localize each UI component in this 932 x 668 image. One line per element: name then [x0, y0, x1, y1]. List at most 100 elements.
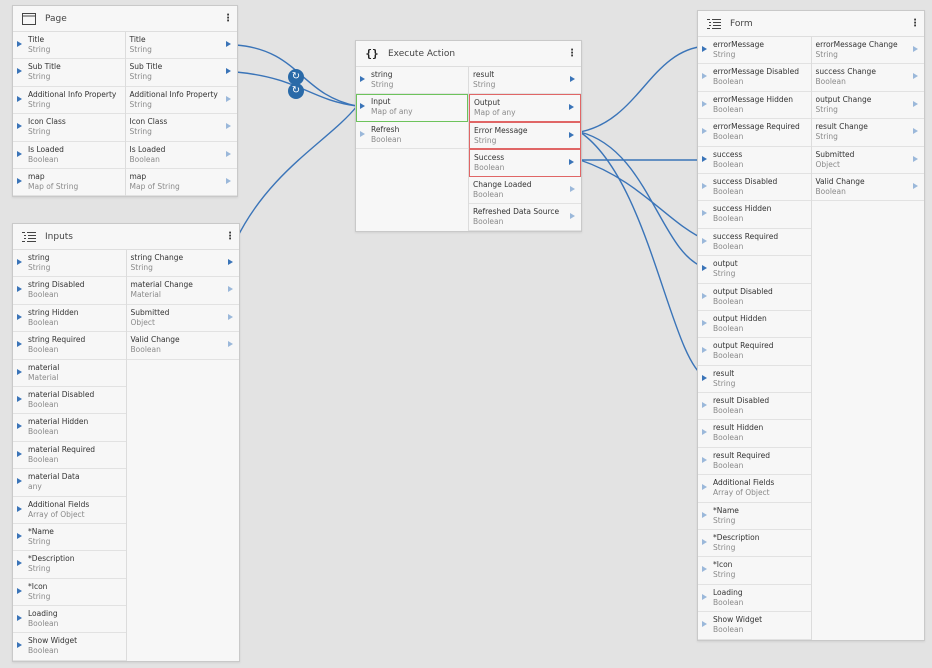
port-connector-icon[interactable] — [913, 100, 918, 107]
port-connector-icon[interactable] — [702, 429, 707, 436]
port-connector-icon[interactable] — [226, 177, 231, 184]
port-connector-icon[interactable] — [360, 130, 365, 137]
port-connector-icon[interactable] — [702, 593, 707, 600]
port-connector-icon[interactable] — [702, 100, 707, 107]
node-menu-button[interactable]: ⋮ — [910, 17, 920, 29]
port-connector-icon[interactable] — [570, 76, 575, 82]
port-connector-icon[interactable] — [17, 313, 22, 320]
port-connector-icon[interactable] — [17, 41, 22, 47]
port-connector-icon[interactable] — [17, 423, 22, 430]
port-connector-icon[interactable] — [17, 478, 22, 485]
port-connector-icon[interactable] — [17, 368, 22, 375]
port-connector-icon[interactable] — [913, 73, 918, 80]
node-menu-button[interactable]: ⋮ — [223, 12, 233, 24]
port-connector-icon[interactable] — [17, 615, 22, 622]
page-node-header[interactable]: Page ⋮ — [13, 6, 237, 32]
port-connector-icon[interactable] — [702, 319, 707, 326]
port-connector-icon[interactable] — [702, 511, 707, 518]
port-connector-icon[interactable] — [702, 265, 707, 272]
port-connector-icon[interactable] — [17, 68, 22, 75]
port-connector-icon[interactable] — [702, 155, 707, 162]
port-connector-icon[interactable] — [569, 104, 574, 111]
port-connector-icon[interactable] — [226, 68, 231, 75]
port-connector-icon[interactable] — [702, 402, 707, 409]
port-connector-icon[interactable] — [17, 642, 22, 649]
port-connector-icon[interactable] — [570, 212, 575, 219]
form-node-header[interactable]: Form ⋮ — [698, 11, 924, 37]
node-menu-button[interactable]: ⋮ — [567, 47, 577, 59]
port-connector-icon[interactable] — [228, 341, 233, 348]
inputs-node-header[interactable]: Inputs ⋮ — [13, 224, 239, 250]
port-connector-icon[interactable] — [17, 286, 22, 293]
port-connector-icon[interactable] — [17, 587, 22, 594]
port-connector-icon[interactable] — [913, 182, 918, 189]
port-connector-icon[interactable] — [913, 46, 918, 52]
port-connector-icon[interactable] — [17, 259, 22, 265]
node-menu-button[interactable]: ⋮ — [225, 230, 235, 242]
port-connector-icon[interactable] — [702, 46, 707, 52]
port-connector-icon[interactable] — [702, 73, 707, 80]
port-connector-icon[interactable] — [17, 450, 22, 457]
port-connector-icon[interactable] — [17, 341, 22, 348]
port-connector-icon[interactable] — [228, 259, 233, 265]
port-connector-icon[interactable] — [702, 210, 707, 217]
port-connector-icon[interactable] — [702, 128, 707, 135]
port-connector-icon[interactable] — [702, 456, 707, 463]
port-connector-icon[interactable] — [702, 374, 707, 381]
port-connector-icon[interactable] — [913, 128, 918, 135]
port-connector-icon[interactable] — [702, 539, 707, 546]
port-connector-icon[interactable] — [913, 155, 918, 162]
port-connector-icon[interactable] — [17, 150, 22, 157]
port-connector-icon[interactable] — [569, 131, 574, 138]
execute-action-node-header[interactable]: {} Execute Action ⋮ — [356, 41, 581, 67]
port-connector-icon[interactable] — [17, 177, 22, 184]
port-connector-icon[interactable] — [702, 182, 707, 189]
port-connector-icon[interactable] — [17, 560, 22, 567]
port-connector-icon[interactable] — [702, 621, 707, 628]
port-connector-icon[interactable] — [226, 150, 231, 157]
port-connector-icon[interactable] — [228, 313, 233, 320]
